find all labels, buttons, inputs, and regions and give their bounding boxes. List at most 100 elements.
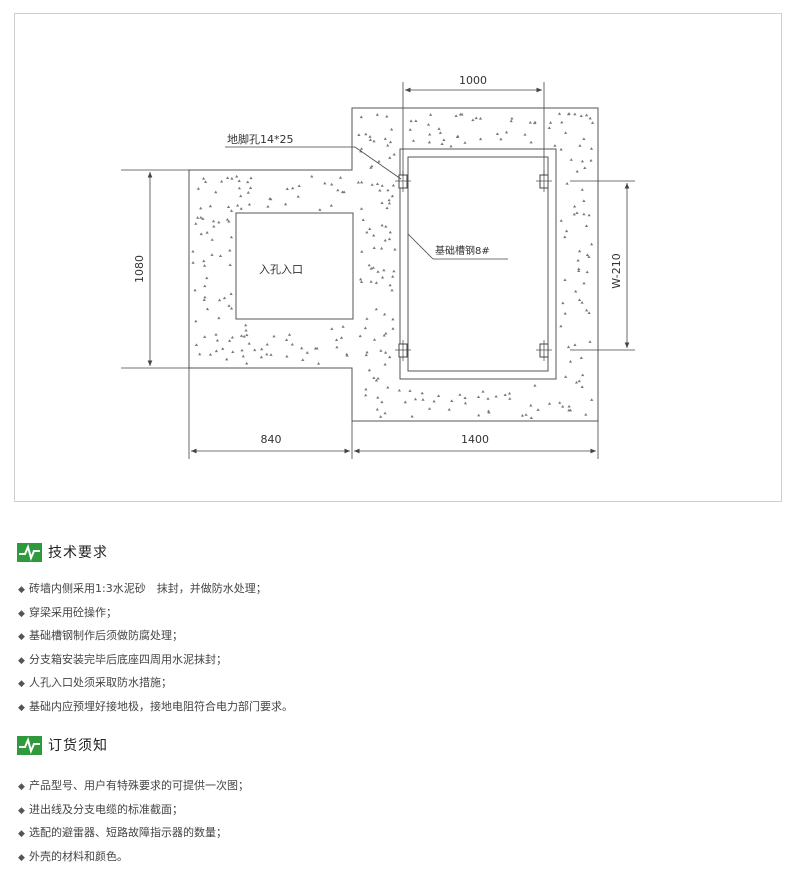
concrete-speckle xyxy=(384,331,388,335)
concrete-speckle xyxy=(361,218,365,221)
concrete-speckle xyxy=(478,117,483,120)
list-item: ◆砖墙内侧采用1:3水泥砂 抹封，并做防水处理； xyxy=(18,582,267,595)
concrete-speckle xyxy=(580,159,584,163)
list-item: ◆进出线及分支电缆的标准截面； xyxy=(18,802,183,816)
concrete-speckle xyxy=(504,130,509,134)
concrete-speckle xyxy=(456,134,460,138)
concrete-speckle xyxy=(244,328,248,332)
concrete-speckle xyxy=(413,397,418,401)
concrete-speckle xyxy=(529,403,533,407)
concrete-speckle xyxy=(241,354,245,358)
concrete-speckle xyxy=(359,115,363,119)
concrete-speckle xyxy=(565,182,569,185)
concrete-speckle xyxy=(388,230,392,234)
concrete-speckle xyxy=(414,119,418,122)
list-item: ◆基础内应预埋好接地极，接地电阻符合电力部门要求。 xyxy=(18,699,293,713)
concrete-speckle xyxy=(590,398,594,401)
concrete-speckle xyxy=(305,351,309,354)
concrete-speckle xyxy=(229,235,233,239)
concrete-speckle xyxy=(557,112,562,115)
list-item: ◆产品型号、用户有特殊要求的可提供一次图； xyxy=(18,779,249,792)
list-item: ◆基础槽钢制作后须做防腐处理； xyxy=(18,629,183,643)
concrete-speckle xyxy=(364,132,368,136)
concrete-speckle xyxy=(208,353,212,356)
concrete-speckle xyxy=(203,264,207,267)
dimension-bottom xyxy=(188,368,599,459)
concrete-speckle xyxy=(584,308,589,312)
concrete-speckle xyxy=(383,411,387,415)
dimension-right xyxy=(570,180,635,351)
concrete-speckle xyxy=(313,346,318,350)
concrete-speckle xyxy=(382,333,386,337)
concrete-speckle xyxy=(558,401,562,404)
concrete-speckle xyxy=(290,342,294,346)
concrete-speckle xyxy=(339,336,344,339)
concrete-speckle xyxy=(410,414,414,418)
concrete-speckle xyxy=(247,202,251,206)
concrete-speckle xyxy=(577,379,581,383)
concrete-speckle xyxy=(375,113,379,116)
concrete-speckle xyxy=(194,222,198,225)
concrete-speckle xyxy=(536,408,540,411)
concrete-speckle xyxy=(364,393,368,397)
concrete-speckle xyxy=(508,397,512,400)
dimension-top-label: 1000 xyxy=(459,74,487,87)
concrete-speckle xyxy=(260,347,264,351)
concrete-speckle xyxy=(374,378,378,382)
concrete-speckle xyxy=(454,114,458,117)
anchor-hole-label: 地脚孔14*25 xyxy=(227,132,294,146)
concrete-speckle xyxy=(387,237,392,241)
concrete-speckle xyxy=(589,242,594,246)
concrete-speckle xyxy=(284,202,288,206)
tech-section-title: 技术要求 xyxy=(48,545,108,561)
concrete-speckle xyxy=(548,121,553,124)
concrete-speckle xyxy=(372,139,376,143)
concrete-speckle xyxy=(236,203,240,207)
concrete-speckle xyxy=(240,348,244,352)
concrete-speckle xyxy=(210,238,214,241)
concrete-speckle xyxy=(579,356,583,359)
concrete-speckle xyxy=(499,137,503,141)
concrete-speckle xyxy=(442,138,446,141)
green-pulse-icon xyxy=(17,542,42,562)
concrete-speckle xyxy=(584,224,589,227)
concrete-speckle xyxy=(463,396,467,399)
concrete-speckle xyxy=(377,159,381,163)
concrete-speckle xyxy=(205,276,209,280)
concrete-speckle xyxy=(529,416,533,419)
concrete-speckle xyxy=(228,263,232,266)
concrete-speckle xyxy=(559,147,563,151)
concrete-speckle xyxy=(463,141,467,144)
concrete-speckle xyxy=(427,407,432,410)
concrete-speckle xyxy=(193,288,197,292)
foundation-diagram: 入孔入口 基础槽钢8# 地脚孔14*25 1000 xyxy=(121,74,635,459)
concrete-speckle xyxy=(563,235,567,239)
concrete-speckle xyxy=(265,352,269,356)
concrete-speckle xyxy=(380,223,384,227)
concrete-speckle xyxy=(249,186,253,189)
concrete-speckle xyxy=(285,354,289,358)
concrete-speckle xyxy=(569,158,573,161)
concrete-speckle xyxy=(560,120,564,124)
concrete-speckle xyxy=(438,131,442,134)
concrete-speckle xyxy=(582,281,586,285)
concrete-speckle xyxy=(365,350,369,354)
concrete-speckle xyxy=(577,249,582,253)
concrete-speckle xyxy=(239,334,244,337)
concrete-speckle xyxy=(201,217,205,220)
concrete-speckle xyxy=(471,118,475,122)
concrete-speckle xyxy=(582,199,586,202)
concrete-speckle xyxy=(574,380,579,384)
concrete-speckle xyxy=(266,205,270,208)
concrete-speckle xyxy=(386,385,390,389)
concrete-speckle xyxy=(421,398,425,401)
concrete-speckle xyxy=(226,205,231,208)
concrete-speckle xyxy=(559,324,563,328)
channel-steel-label: 基础槽钢8# xyxy=(435,244,490,257)
concrete-speckle xyxy=(268,197,272,200)
concrete-speckle xyxy=(371,266,375,269)
concrete-speckle xyxy=(388,355,392,359)
concrete-speckle xyxy=(409,119,413,123)
concrete-speckle xyxy=(368,227,372,230)
concrete-speckle xyxy=(365,230,369,234)
